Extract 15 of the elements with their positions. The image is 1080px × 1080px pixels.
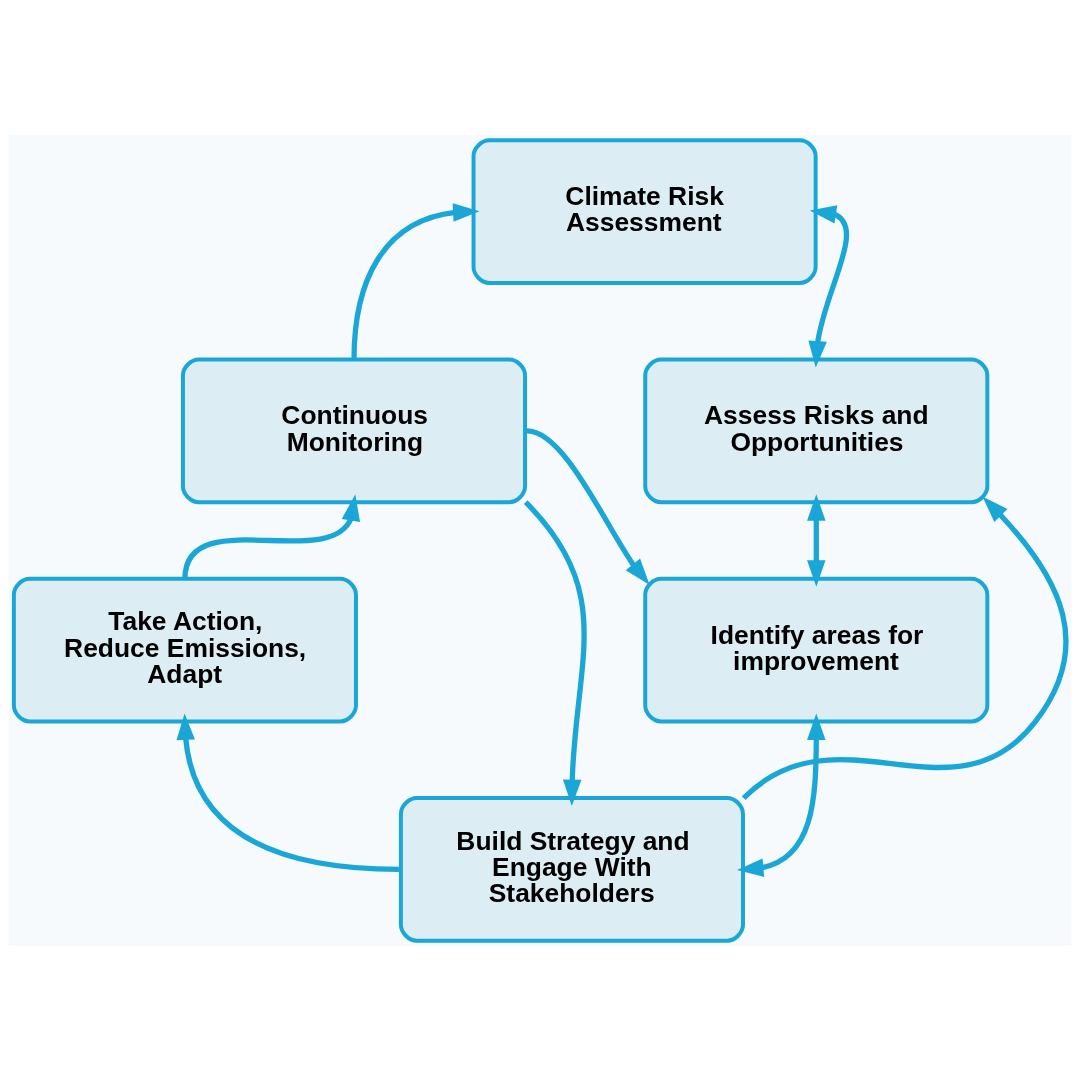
arrow	[182, 493, 361, 579]
arrow	[807, 493, 826, 587]
arrow	[737, 712, 826, 877]
node-box: Assess Risks and Opportunities	[643, 357, 990, 504]
arrow	[176, 712, 399, 872]
arrow	[523, 499, 587, 806]
node-box: Build Strategy and Engage With Stakeholders	[398, 795, 745, 943]
node-box: Climate Risk Assessment	[471, 137, 818, 285]
arrow	[526, 427, 650, 585]
arrow	[742, 496, 1069, 800]
node-box: Take Action, Reduce Emissions, Adapt	[11, 576, 358, 723]
node-box: Continuous Monitoring	[180, 357, 528, 504]
arrow	[351, 202, 480, 360]
node-box: Identify areas for improvement	[643, 576, 990, 723]
arrow	[808, 204, 849, 367]
